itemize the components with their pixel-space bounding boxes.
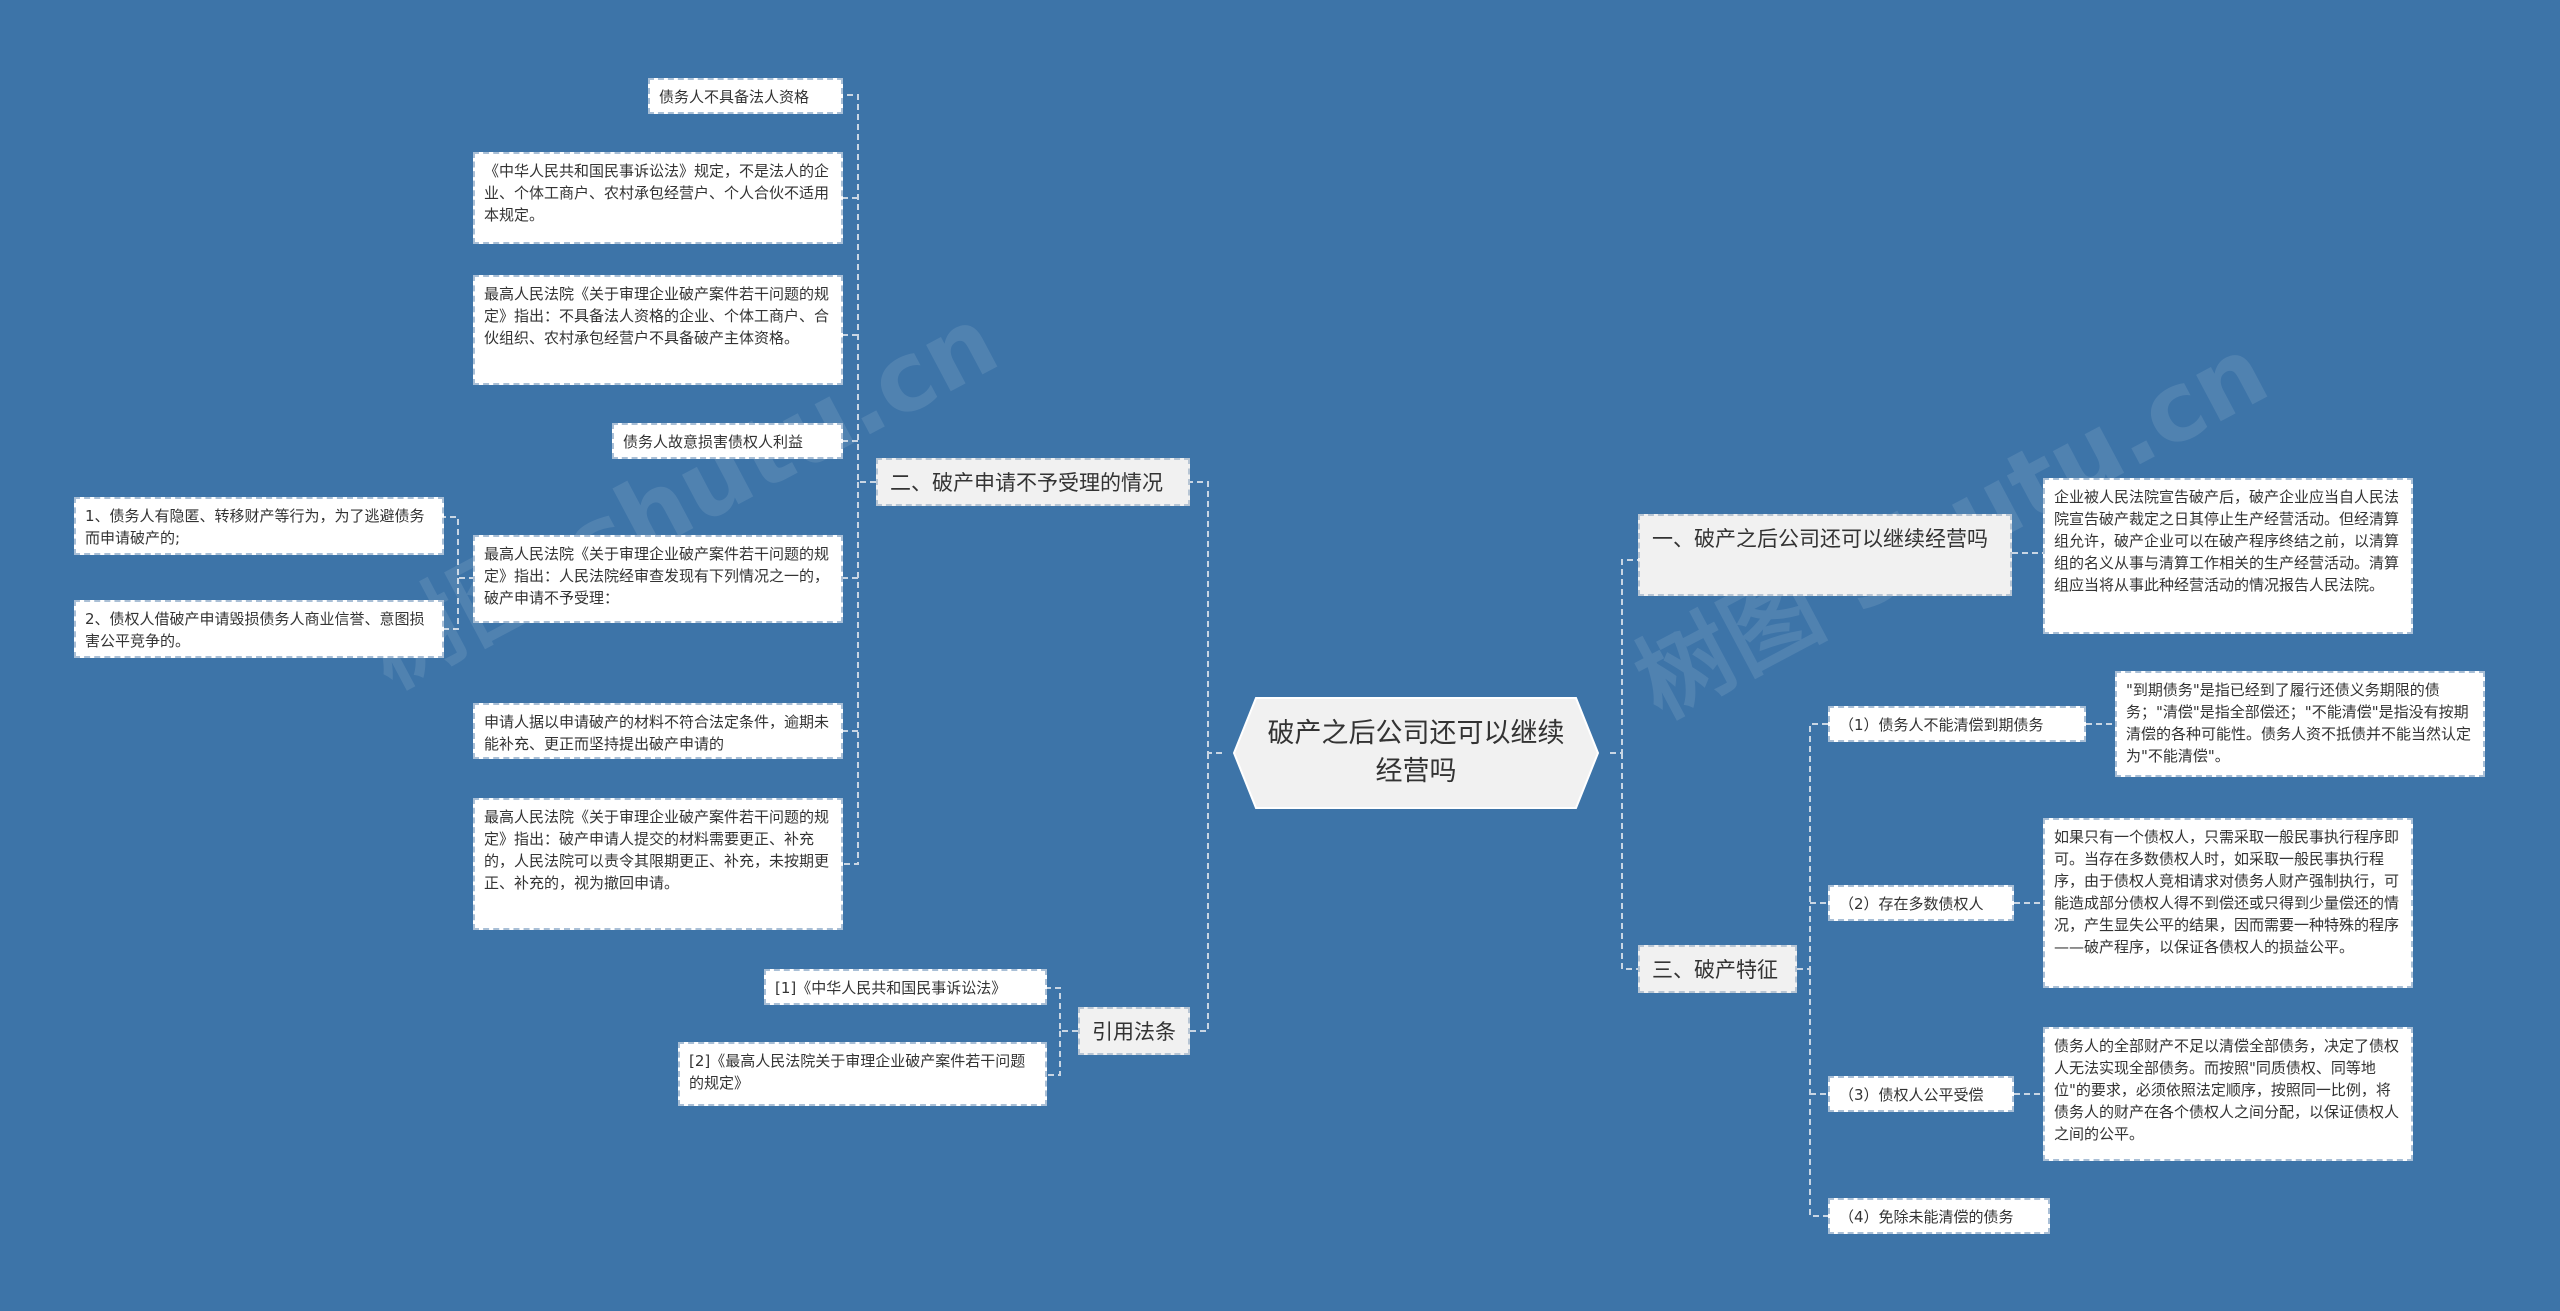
item-civil-procedure[interactable]: 《中华人民共和国民事诉讼法》规定，不是法人的企业、个体工商户、农村承包经营户、个… [473, 152, 843, 244]
root-shape [1232, 697, 1600, 809]
feature-multiple-creditors-detail[interactable]: 如果只有一个债权人，只需采取一般民事执行程序即可。当存在多数债权人时，如采取一般… [2043, 818, 2413, 988]
feature-fair-repayment[interactable]: （3）债权人公平受偿 [1828, 1076, 2014, 1112]
feature-cannot-repay-detail[interactable]: "到期债务"是指已经到了履行还债义务期限的债务；"清偿"是指全部偿还；"不能清偿… [2115, 671, 2485, 777]
sub-item-hide-assets[interactable]: 1、债务人有隐匿、转移财产等行为，为了逃避债务而申请破产的; [74, 497, 444, 555]
citation-civil-procedure-law[interactable]: [1]《中华人民共和国民事诉讼法》 [764, 969, 1047, 1005]
item-supreme-court-2[interactable]: 最高人民法院《关于审理企业破产案件若干问题的规定》指出：人民法院经审查发现有下列… [473, 535, 843, 623]
item-supreme-court-1[interactable]: 最高人民法院《关于审理企业破产案件若干问题的规定》指出：不具备法人资格的企业、个… [473, 275, 843, 385]
root-title: 破产之后公司还可以继续经营吗 [1267, 718, 1565, 787]
branch-continue-operating[interactable]: 一、破产之后公司还可以继续经营吗 [1638, 514, 2012, 596]
item-harm-creditors[interactable]: 债务人故意损害债权人利益 [612, 423, 843, 459]
detail-continue-operating[interactable]: 企业被人民法院宣告破产后，破产企业应当自人民法院宣告破产裁定之日其停止生产经营活… [2043, 478, 2413, 634]
feature-cannot-repay[interactable]: （1）债务人不能清偿到期债务 [1828, 706, 2086, 742]
feature-multiple-creditors[interactable]: （2）存在多数债权人 [1828, 885, 2014, 921]
item-no-legal-person[interactable]: 债务人不具备法人资格 [648, 78, 843, 114]
root-node[interactable]: 破产之后公司还可以继续经营吗 [1222, 696, 1610, 810]
branch-features[interactable]: 三、破产特征 [1638, 945, 1797, 993]
item-supreme-court-3[interactable]: 最高人民法院《关于审理企业破产案件若干问题的规定》指出：破产申请人提交的材料需要… [473, 798, 843, 930]
feature-fair-repayment-detail[interactable]: 债务人的全部财产不足以清偿全部债务，决定了债权人无法实现全部债务。而按照"同质债… [2043, 1027, 2413, 1161]
branch-not-accepted[interactable]: 二、破产申请不予受理的情况 [876, 458, 1190, 506]
feature-debt-discharge[interactable]: （4）免除未能清偿的债务 [1828, 1198, 2050, 1234]
branch-citations[interactable]: 引用法条 [1078, 1007, 1190, 1055]
sub-item-damage-reputation[interactable]: 2、债权人借破产申请毁损债务人商业信誉、意图损害公平竞争的。 [74, 600, 444, 658]
citation-supreme-court-rules[interactable]: [2]《最高人民法院关于审理企业破产案件若干问题的规定》 [678, 1042, 1047, 1106]
item-materials-noncompliant[interactable]: 申请人据以申请破产的材料不符合法定条件，逾期未能补充、更正而坚持提出破产申请的 [473, 703, 843, 759]
